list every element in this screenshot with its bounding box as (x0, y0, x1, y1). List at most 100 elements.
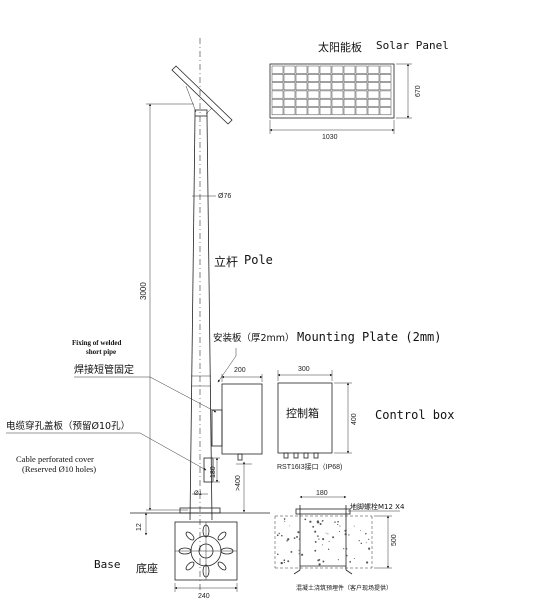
panel-cell (319, 90, 332, 99)
panel-cell (343, 65, 356, 74)
panel-cell (319, 65, 332, 74)
panel-cell (283, 90, 296, 99)
concrete-speckle (328, 540, 330, 542)
solar-panel-label-zh: 太阳能板 (318, 40, 362, 54)
concrete-speckle (368, 549, 370, 551)
concrete-speckle (312, 525, 315, 528)
panel-width-label: 1030 (322, 134, 338, 141)
concrete-speckle (298, 553, 300, 555)
concrete-speckle (358, 540, 360, 542)
concrete-speckle (286, 540, 288, 542)
panel-cell (355, 90, 368, 99)
height-dimension (146, 103, 194, 511)
panel-cell (295, 98, 308, 107)
panel-cell (271, 90, 284, 99)
concrete-speckle (359, 530, 361, 532)
concrete-speckle (287, 538, 290, 541)
concrete-speckle (339, 525, 341, 527)
concrete-speckle (322, 538, 325, 541)
panel-cell (367, 90, 380, 99)
concrete-speckle (283, 561, 285, 564)
panel-cell (295, 74, 308, 82)
base-plan-view (174, 521, 238, 581)
panel-cell (379, 65, 392, 74)
concrete-speckle (318, 563, 321, 566)
concrete-speckle (284, 520, 286, 522)
concrete-speckle (337, 520, 339, 523)
base-offset-label: 12 (136, 523, 143, 531)
panel-cell (343, 90, 356, 99)
concrete-speckle (314, 530, 317, 533)
concrete-speckle (349, 561, 352, 563)
concrete-speckle (301, 553, 304, 556)
panel-cell (271, 74, 284, 82)
concrete-speckle (318, 538, 320, 540)
panel-cell (271, 82, 284, 91)
concrete-speckle (348, 534, 350, 536)
panel-cell (271, 65, 284, 74)
panel-cell (379, 82, 392, 91)
panel-cell (295, 90, 308, 99)
panel-cell (331, 65, 344, 74)
concrete-speckle (314, 549, 317, 552)
panel-cell (295, 65, 308, 74)
control-box-front-view (277, 382, 333, 459)
cable-cover (203, 457, 214, 483)
box-height-label: 400 (351, 413, 358, 425)
concrete-speckle (337, 559, 339, 561)
concrete-speckle (298, 538, 301, 541)
concrete-speckle (337, 523, 339, 526)
concrete-speckle (317, 535, 319, 537)
solar-panel-label-en: Solar Panel (376, 39, 449, 52)
cable-cover-label-en-2: (Reserved Ø10 holes) (22, 464, 96, 474)
concrete-speckle (281, 534, 283, 537)
concrete-speckle (280, 561, 283, 565)
interface-label: RST16I3接口（IP68) (277, 462, 342, 471)
panel-cell (283, 98, 296, 107)
concrete-speckle (327, 533, 329, 535)
panel-cell (331, 82, 344, 91)
panel-cell (331, 90, 344, 99)
concrete-speckle (317, 559, 320, 562)
base-width-label: 240 (198, 593, 210, 600)
box-clearance-label: >400 (235, 475, 242, 491)
panel-cell (343, 82, 356, 91)
box-depth-label: 300 (298, 366, 310, 373)
concrete-speckle (298, 549, 300, 551)
panel-cell (307, 82, 320, 91)
pole-diameter-label: Ø76 (218, 193, 231, 200)
panel-cell (331, 98, 344, 107)
bolt-spacing-label: 180 (316, 490, 328, 497)
pole-label-en: Pole (244, 253, 273, 267)
concrete-speckle (321, 520, 324, 522)
panel-cell (355, 82, 368, 91)
concrete-speckle (338, 530, 341, 533)
concrete-speckle (360, 542, 363, 545)
panel-cell (367, 98, 380, 107)
base-label-zh: 底座 (136, 561, 158, 575)
control-box-label-en: Control box (375, 408, 454, 422)
concrete-speckle (322, 544, 324, 546)
concrete-speckle (304, 518, 307, 521)
panel-cell (295, 107, 308, 116)
concrete-speckle (283, 559, 286, 562)
panel-cell (355, 74, 368, 82)
panel-cell (331, 74, 344, 82)
panel-cell (379, 107, 392, 116)
panel-cell (319, 107, 332, 116)
panel-cell (307, 107, 320, 116)
panel-cell (379, 98, 392, 107)
control-box-label-zh: 控制箱 (286, 406, 319, 420)
mounting-bracket (211, 409, 223, 447)
concrete-speckle (314, 540, 317, 543)
panel-cell (343, 98, 356, 107)
concrete-speckle (319, 522, 322, 526)
concrete-speckle (327, 548, 330, 551)
concrete-speckle (345, 547, 348, 550)
panel-cell (283, 74, 296, 82)
welded-pipe-label-en-1: Fixing of welded (72, 339, 121, 347)
panel-cell (295, 82, 308, 91)
concrete-speckle (293, 537, 296, 539)
panel-cell (343, 74, 356, 82)
concrete-note: 混凝土浇筑预埋件（客户现场提供） (296, 584, 392, 592)
